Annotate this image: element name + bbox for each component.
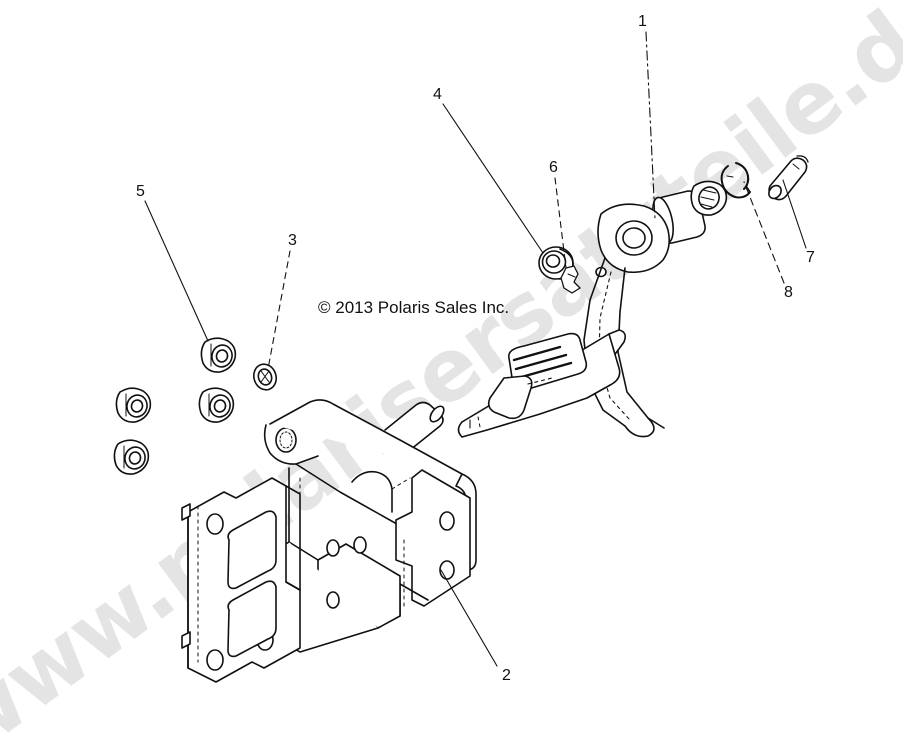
part-retaining-clip: [560, 265, 581, 294]
part-hairpin-cotter-clip: [720, 162, 751, 199]
callout-label-2: 2: [502, 667, 511, 684]
copyright-notice: © 2013 Polaris Sales Inc.: [318, 298, 510, 317]
callout-label-4: 4: [433, 86, 442, 103]
part-mounting-plate: [181, 477, 367, 683]
callout-label-8: 8: [784, 284, 793, 301]
part-brake-pedal-arm: [457, 190, 706, 438]
callout-label-3: 3: [288, 232, 297, 249]
callout-label-1: 1: [638, 13, 647, 30]
part-pedal-mount-bracket: [259, 399, 477, 653]
callout-label-7: 7: [806, 249, 815, 266]
part-flange-nut-group: [113, 337, 237, 475]
part-clevis-pin: [768, 155, 809, 201]
part-lock-washer: [252, 363, 278, 391]
callout-label-6: 6: [549, 159, 558, 176]
callout-label-5: 5: [136, 183, 145, 200]
part-pivot-bushing-upper: [690, 180, 728, 216]
